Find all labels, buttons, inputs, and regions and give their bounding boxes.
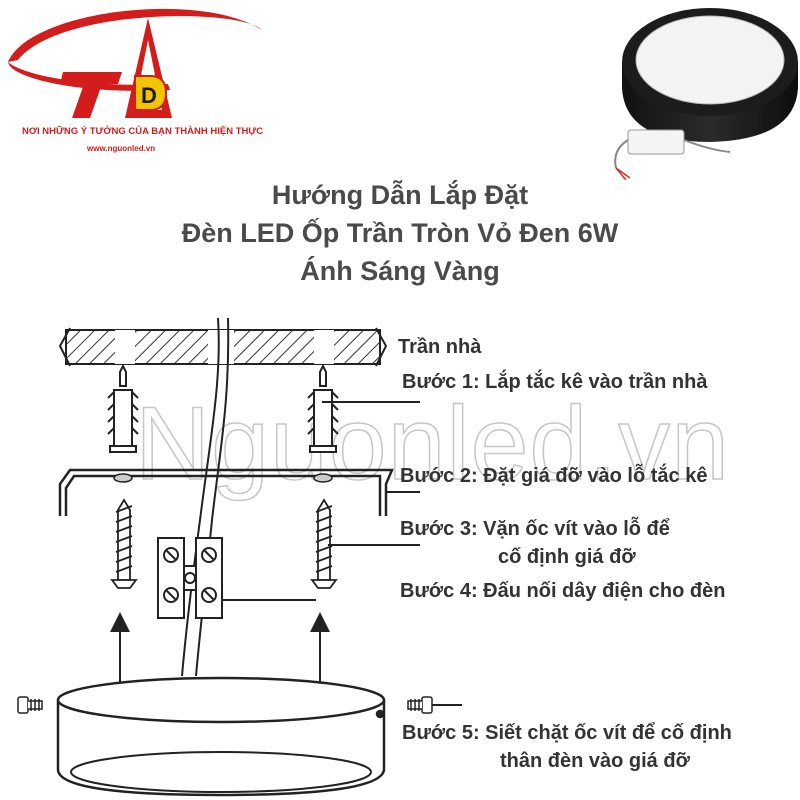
side-screw-right: [407, 696, 433, 714]
title-line-1: Hướng Dẫn Lắp Đặt: [271, 180, 529, 210]
logo-letter-d: D: [141, 83, 157, 108]
lamp-body: [56, 676, 386, 797]
wall-anchor-right: [307, 363, 339, 453]
watermark: Nguonled.vn: [134, 385, 730, 503]
power-wires: [181, 317, 230, 677]
label-ceiling: Trần nhà: [398, 336, 482, 358]
title-line-2: Đèn LED Ốp Trần Tròn Vỏ Đen 6W: [181, 218, 619, 248]
leader-lines: [222, 401, 462, 706]
brand-tagline: NƠI NHỮNG Ý TƯỞNG CỦA BẠN THÀNH HIỆN THỰ…: [22, 126, 264, 137]
product-photo: [614, 8, 798, 181]
label-step-3-line-2: cố định giá đỡ: [498, 546, 636, 568]
side-screw-left: [17, 696, 43, 714]
label-step-5-line-1: Bước 5: Siết chặt ốc vít để cố định: [402, 722, 732, 744]
ceiling-slab: [58, 327, 388, 367]
terminal-block: [157, 537, 223, 619]
brand-website: www.nguonled.vn: [87, 144, 156, 153]
label-step-5-line-2: thân đèn vào giá đỡ: [500, 750, 690, 772]
wall-anchor-left: [107, 363, 139, 453]
label-step-3-line-1: Bước 3: Vặn ốc vít vào lỗ để: [400, 518, 670, 540]
screw-left: [110, 498, 138, 589]
label-step-4: Bước 4: Đấu nối dây điện cho đèn: [400, 580, 726, 602]
brand-logo: D: [8, 8, 262, 118]
label-step-1: Bước 1: Lắp tắc kê vào trần nhà: [402, 371, 708, 393]
mounting-bracket: [58, 468, 394, 516]
label-step-2: Bước 2: Đặt giá đỡ vào lỗ tắc kê: [400, 465, 708, 487]
title-line-3: Ánh Sáng Vàng: [300, 256, 500, 286]
screw-right: [310, 498, 338, 589]
diagram-drawing: [17, 317, 462, 797]
